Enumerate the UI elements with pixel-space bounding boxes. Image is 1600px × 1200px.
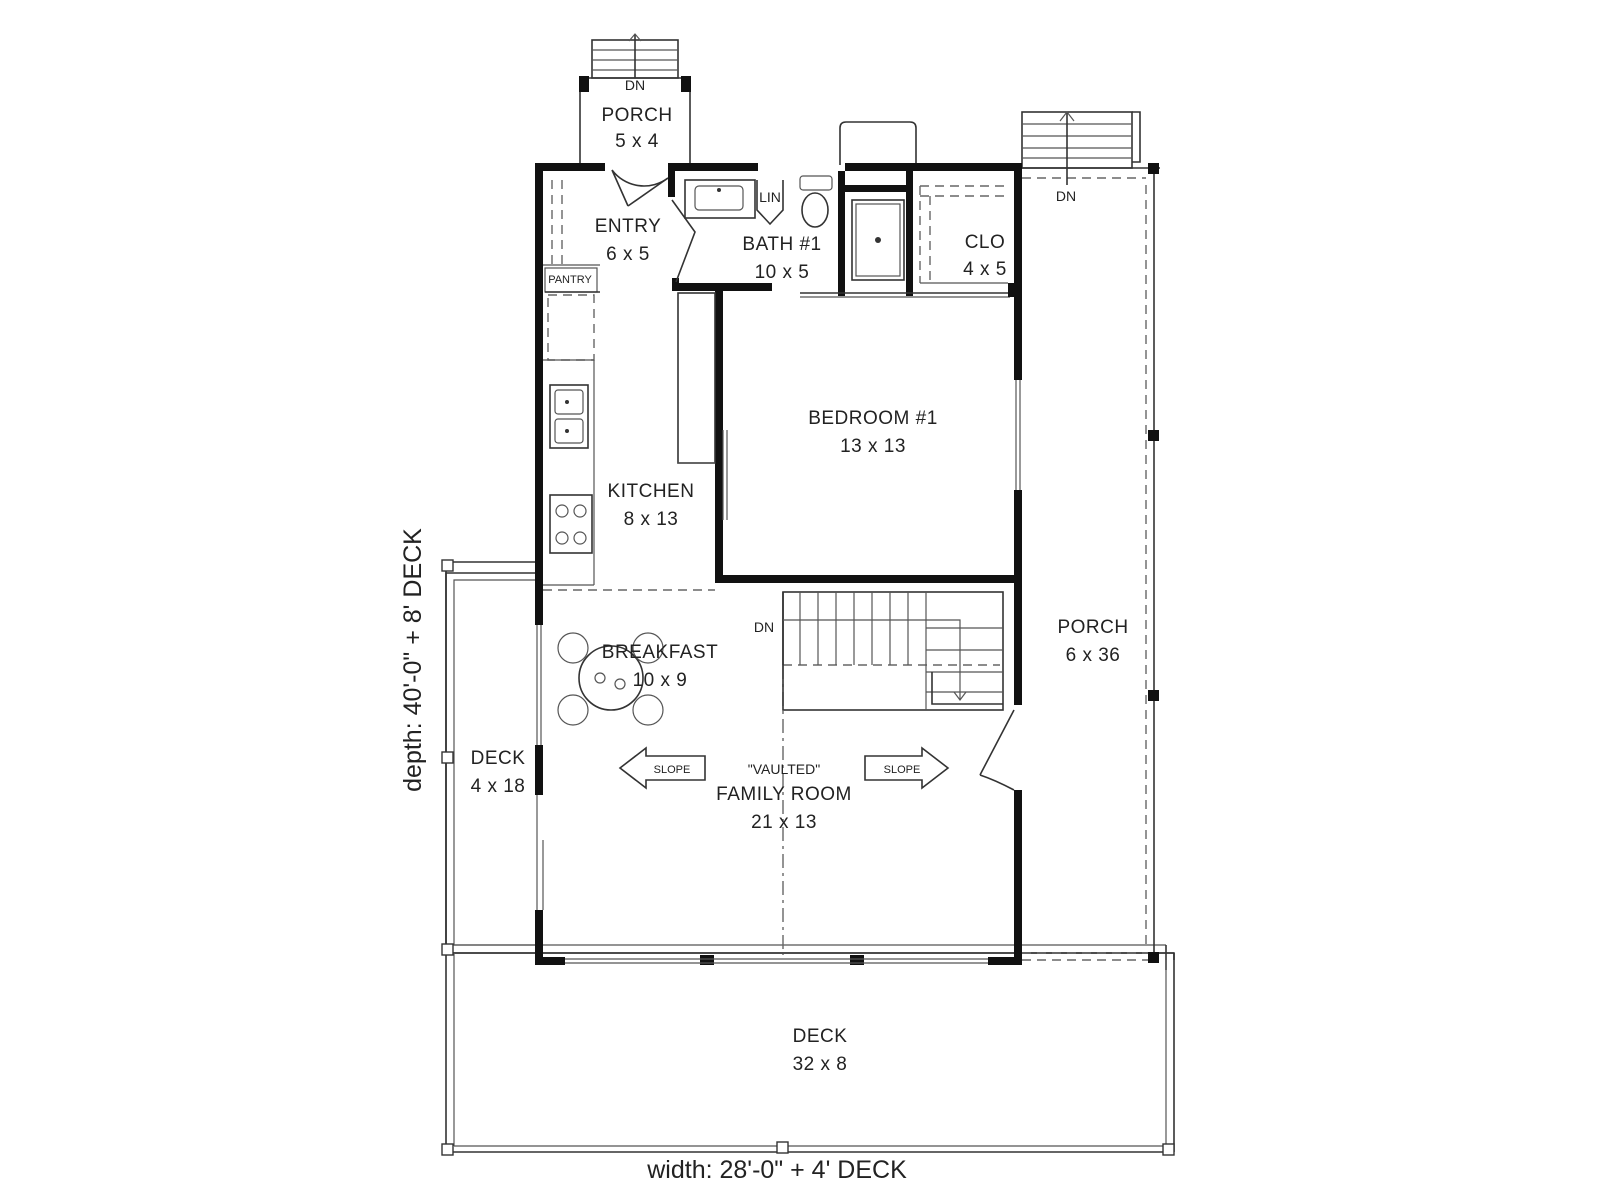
stairs — [782, 591, 1004, 711]
front-porch-name: PORCH — [601, 105, 672, 126]
pantry-label: PANTRY — [548, 274, 592, 286]
kitchen-name: KITCHEN — [608, 481, 695, 502]
bath-size: 10 x 5 — [755, 262, 810, 283]
bedroom-size: 13 x 13 — [840, 436, 906, 457]
deck-outline — [441, 559, 1175, 1156]
side-porch-size: 6 x 36 — [1066, 645, 1121, 666]
side-porch-name: PORCH — [1057, 617, 1128, 638]
front-dn-label: DN — [625, 77, 645, 93]
bath-name: BATH #1 — [742, 234, 821, 255]
side-deck-name: DECK — [471, 748, 526, 769]
porch-dn-label: DN — [1056, 188, 1076, 204]
closet-size: 4 x 5 — [963, 259, 1007, 280]
side-deck-size: 4 x 18 — [471, 776, 526, 797]
closet-name: CLO — [965, 232, 1006, 253]
breakfast-name: BREAKFAST — [602, 642, 718, 663]
depth-dimension: depth: 40'-0" + 8' DECK — [399, 528, 427, 792]
breakfast-table-icon — [557, 632, 664, 726]
front-porch-size: 5 x 4 — [615, 131, 659, 152]
entry-name: ENTRY — [595, 216, 662, 237]
family-room-name: FAMILY ROOM — [716, 784, 852, 805]
entry-size: 6 x 5 — [606, 244, 650, 265]
linen-label: LIN — [759, 189, 781, 205]
rear-deck-name: DECK — [793, 1026, 848, 1047]
breakfast-size: 10 x 9 — [633, 670, 688, 691]
slope-left-label: SLOPE — [654, 764, 691, 776]
family-room-size: 21 x 13 — [751, 812, 817, 833]
slope-arrow-left-icon — [618, 746, 706, 790]
bath-fixtures — [684, 175, 905, 281]
kitchen-size: 8 x 13 — [624, 509, 679, 530]
slope-right-label: SLOPE — [884, 764, 921, 776]
left-wall-openings — [534, 380, 1023, 910]
rear-deck-size: 32 x 8 — [793, 1054, 848, 1075]
kitchen-fixtures — [543, 180, 716, 586]
stair-dn-label: DN — [754, 619, 774, 635]
family-vaulted-note: "VAULTED" — [748, 761, 820, 777]
front-porch-outline — [579, 33, 691, 207]
side-porch-outline — [1021, 111, 1160, 963]
exterior-walls — [535, 163, 1022, 965]
closet-shelving — [919, 185, 1008, 284]
bedroom-name: BEDROOM #1 — [808, 408, 938, 429]
chimney-outline — [839, 121, 917, 165]
slope-arrow-right-icon — [864, 746, 950, 790]
width-dimension: width: 28'-0" + 4' DECK — [646, 1156, 907, 1184]
interior-walls — [668, 171, 1015, 583]
